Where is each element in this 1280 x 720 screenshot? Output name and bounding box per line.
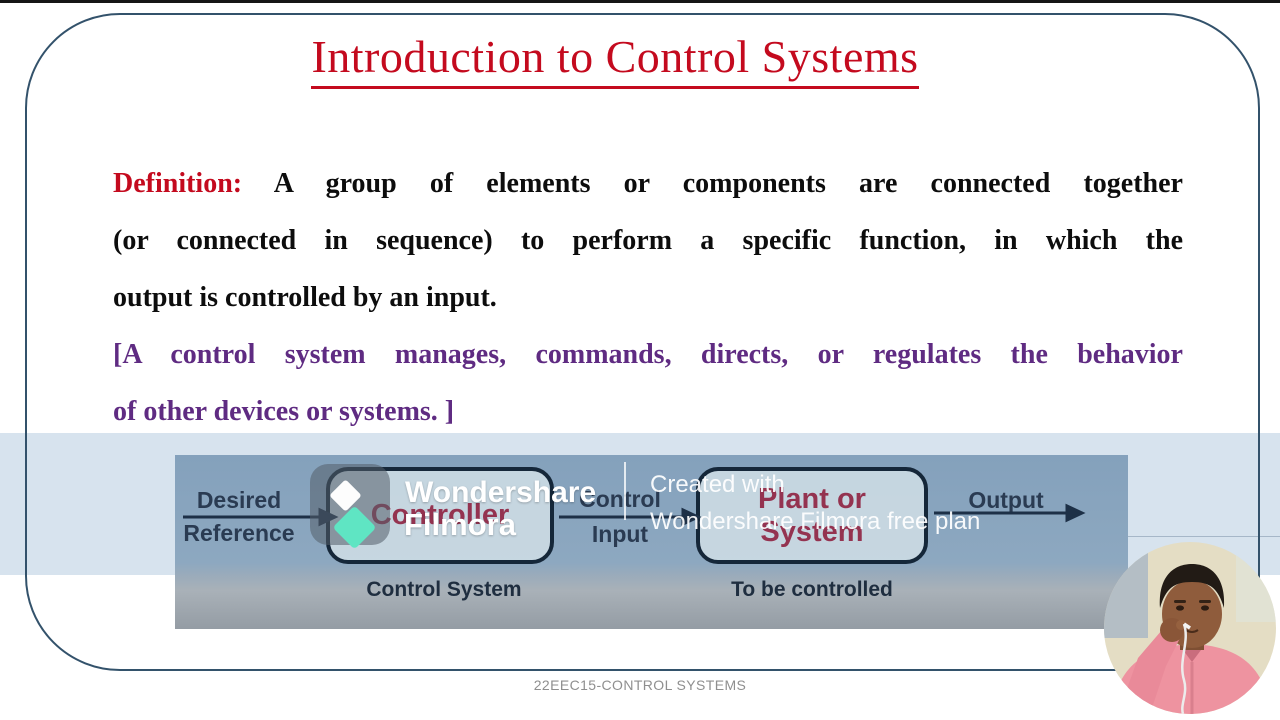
earphone-mic bbox=[1183, 622, 1191, 630]
watermark-created-line2: Wondershare Filmora free plan bbox=[650, 508, 981, 535]
presenter-fingers bbox=[1176, 620, 1186, 630]
plant-box-label-line2: System bbox=[760, 515, 864, 548]
band-seam-line bbox=[1128, 536, 1280, 537]
watermark-brand-line1: Wondershare bbox=[405, 476, 597, 509]
plant-box: Plant or System bbox=[696, 467, 928, 564]
reference-label: Reference bbox=[183, 520, 295, 546]
definition-line-1: Definition: A group of elements or compo… bbox=[113, 155, 1183, 212]
definition-line-2: (or connected in sequence) to perform a … bbox=[113, 225, 1183, 256]
definition-line-1-text: A group of elements or components are co… bbox=[242, 168, 1183, 199]
note-line-1: [A control system manages, commands, dir… bbox=[113, 339, 1183, 370]
controller-box-label: Controller bbox=[370, 499, 510, 531]
definition-block: Definition: A group of elements or compo… bbox=[113, 155, 1183, 440]
plant-box-label: Plant or System bbox=[758, 483, 866, 549]
controller-caption: Control System bbox=[366, 578, 522, 601]
desired-label: Desired bbox=[196, 487, 282, 513]
watermark-brand-line2: Filmora bbox=[404, 507, 516, 542]
plant-box-label-line1: Plant or bbox=[758, 482, 866, 515]
webcam-doorframe bbox=[1104, 542, 1148, 638]
presenter-hair bbox=[1159, 564, 1225, 608]
footer-course-code: 22EEC15-CONTROL SYSTEMS bbox=[533, 677, 747, 693]
definition-label: Definition: bbox=[113, 168, 243, 199]
page-title: Introduction to Control Systems bbox=[311, 30, 919, 89]
control-label: Control bbox=[579, 486, 661, 512]
definition-line-3: output is controlled by an input. bbox=[113, 282, 497, 313]
note-line-2: of other devices or systems. ] bbox=[113, 396, 455, 427]
watermark-created-line1: Created with bbox=[650, 471, 785, 498]
presenter-mouth bbox=[1185, 629, 1199, 633]
presenter-eye-left bbox=[1176, 605, 1184, 611]
input-label: Input bbox=[591, 521, 649, 547]
presenter-eye-right bbox=[1201, 605, 1209, 611]
webcam-wall-highlight bbox=[1236, 542, 1276, 622]
video-top-edge bbox=[0, 0, 1280, 3]
controller-box: Controller bbox=[326, 467, 554, 564]
earphone-wire bbox=[1181, 623, 1187, 714]
presenter-eyebrow-right bbox=[1199, 600, 1211, 603]
presenter-webcam-overlay bbox=[1104, 542, 1276, 714]
slide-title-container: Introduction to Control Systems bbox=[0, 30, 1230, 89]
watermark-separator bbox=[624, 462, 626, 520]
presenter-eyebrow-left bbox=[1174, 600, 1186, 603]
plant-caption: To be controlled bbox=[731, 578, 893, 601]
output-label: Output bbox=[968, 487, 1044, 513]
